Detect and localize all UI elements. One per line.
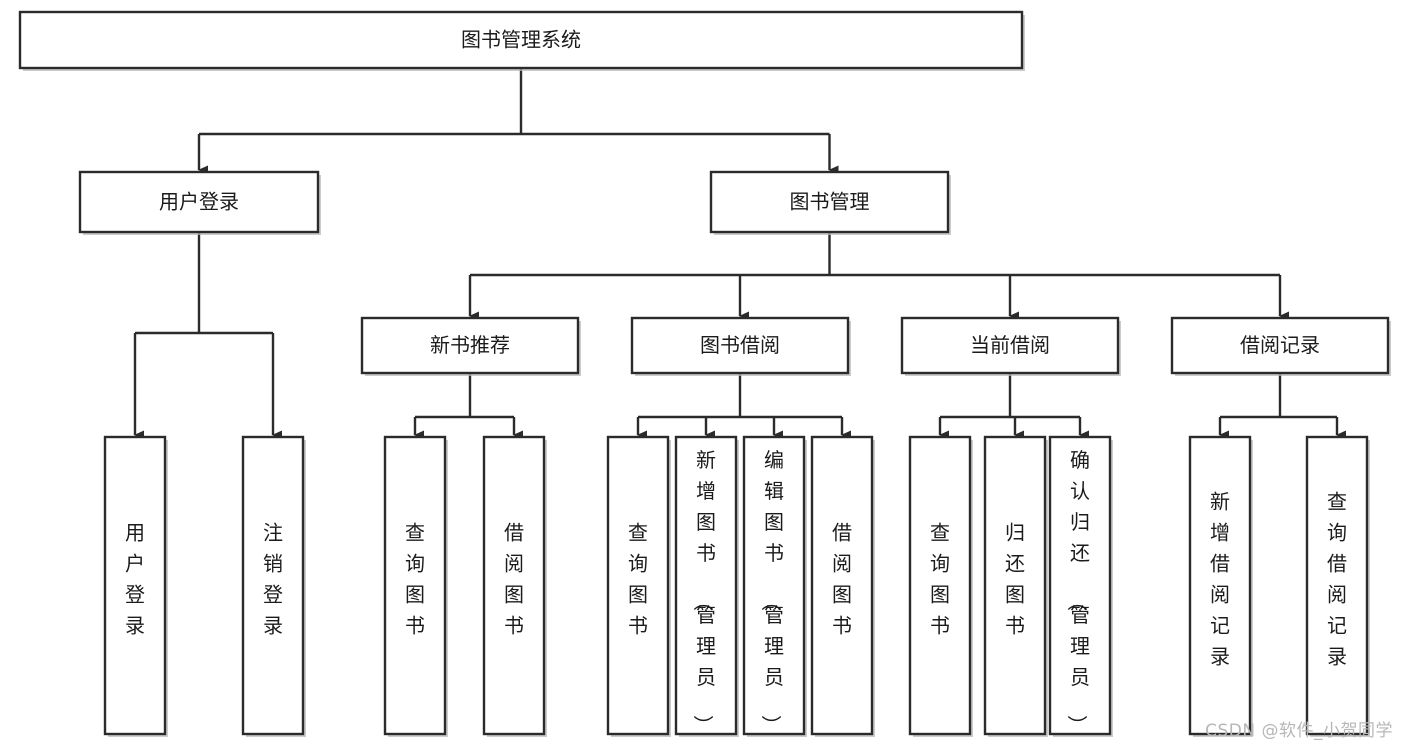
- node-box[interactable]: [606, 435, 670, 736]
- node-box[interactable]: [674, 435, 738, 736]
- node-leaf-cur-return-book[interactable]: 归还图书: [983, 435, 1048, 737]
- node-label: 注销登录: [263, 521, 283, 638]
- node-box[interactable]: [1188, 435, 1252, 736]
- node-label: 借阅图书: [504, 521, 524, 638]
- node-root[interactable]: 图书管理系统: [18, 10, 1025, 71]
- node-box[interactable]: [1170, 316, 1390, 375]
- node-box[interactable]: [241, 435, 305, 736]
- node-box[interactable]: [78, 170, 320, 234]
- node-label: 确认归还（管理员）: [1065, 448, 1090, 735]
- node-leaf-cur-confirm-return[interactable]: 确认归还（管理员）: [1048, 435, 1113, 737]
- node-label: 查询图书: [930, 521, 950, 638]
- node-leaf-borrow-add-book[interactable]: 新增图书（管理员）: [674, 435, 739, 737]
- node-leaf-borrow-borrow-book[interactable]: 借阅图书: [810, 435, 875, 737]
- node-box[interactable]: [1305, 435, 1369, 736]
- node-label: 查询借阅记录: [1327, 490, 1347, 669]
- node-leaf-borrow-edit-book[interactable]: 编辑图书（管理员）: [742, 435, 807, 737]
- node-label: 当前借阅: [970, 333, 1050, 357]
- node-label: 借阅记录: [1240, 333, 1320, 357]
- node-label: 新书推荐: [430, 333, 510, 357]
- node-label: 用户登录: [125, 521, 145, 638]
- node-label: 新增图书（管理员）: [691, 448, 716, 735]
- node-box[interactable]: [810, 435, 874, 736]
- node-box[interactable]: [103, 435, 167, 736]
- connectors-layer: [133, 68, 1346, 440]
- node-label: 图书管理: [790, 190, 870, 214]
- node-new-book-rec[interactable]: 新书推荐: [360, 316, 581, 376]
- node-user-login[interactable]: 用户登录: [78, 170, 321, 235]
- node-leaf-borrow-query-book[interactable]: 查询图书: [606, 435, 671, 737]
- node-box[interactable]: [630, 316, 850, 375]
- node-label: 图书管理系统: [461, 28, 581, 52]
- node-label: 用户登录: [159, 190, 239, 214]
- node-book-borrow[interactable]: 图书借阅: [630, 316, 851, 376]
- node-box[interactable]: [742, 435, 806, 736]
- node-label: 查询图书: [628, 521, 648, 638]
- node-leaf-rec-query-book[interactable]: 查询图书: [383, 435, 448, 737]
- node-box[interactable]: [18, 10, 1024, 70]
- node-box[interactable]: [983, 435, 1047, 736]
- node-current-borrow[interactable]: 当前借阅: [900, 316, 1121, 376]
- node-label: 借阅图书: [832, 521, 852, 638]
- node-leaf-rec-query-record[interactable]: 查询借阅记录: [1305, 435, 1370, 737]
- node-label: 图书借阅: [700, 333, 780, 357]
- node-leaf-cur-query-book[interactable]: 查询图书: [908, 435, 973, 737]
- node-leaf-user-login[interactable]: 用户登录: [103, 435, 168, 737]
- node-book-manage[interactable]: 图书管理: [709, 170, 951, 235]
- node-borrow-record[interactable]: 借阅记录: [1170, 316, 1391, 376]
- node-label: 归还图书: [1005, 521, 1025, 638]
- node-leaf-rec-borrow-book[interactable]: 借阅图书: [482, 435, 547, 737]
- node-box[interactable]: [383, 435, 447, 736]
- node-leaf-rec-add-record[interactable]: 新增借阅记录: [1188, 435, 1253, 737]
- node-box[interactable]: [482, 435, 546, 736]
- node-box[interactable]: [908, 435, 972, 736]
- node-box[interactable]: [709, 170, 950, 234]
- node-label: 查询图书: [405, 521, 425, 638]
- node-box[interactable]: [1048, 435, 1112, 736]
- node-leaf-user-logout[interactable]: 注销登录: [241, 435, 306, 737]
- node-box[interactable]: [900, 316, 1120, 375]
- nodes-layer: 图书管理系统用户登录图书管理新书推荐图书借阅当前借阅借阅记录用户登录注销登录查询…: [18, 10, 1391, 737]
- node-box[interactable]: [360, 316, 580, 375]
- csdn-watermark: CSDN @软件_小贺同学: [1205, 721, 1393, 741]
- node-label: 新增借阅记录: [1210, 490, 1230, 669]
- node-label: 编辑图书（管理员）: [759, 448, 784, 735]
